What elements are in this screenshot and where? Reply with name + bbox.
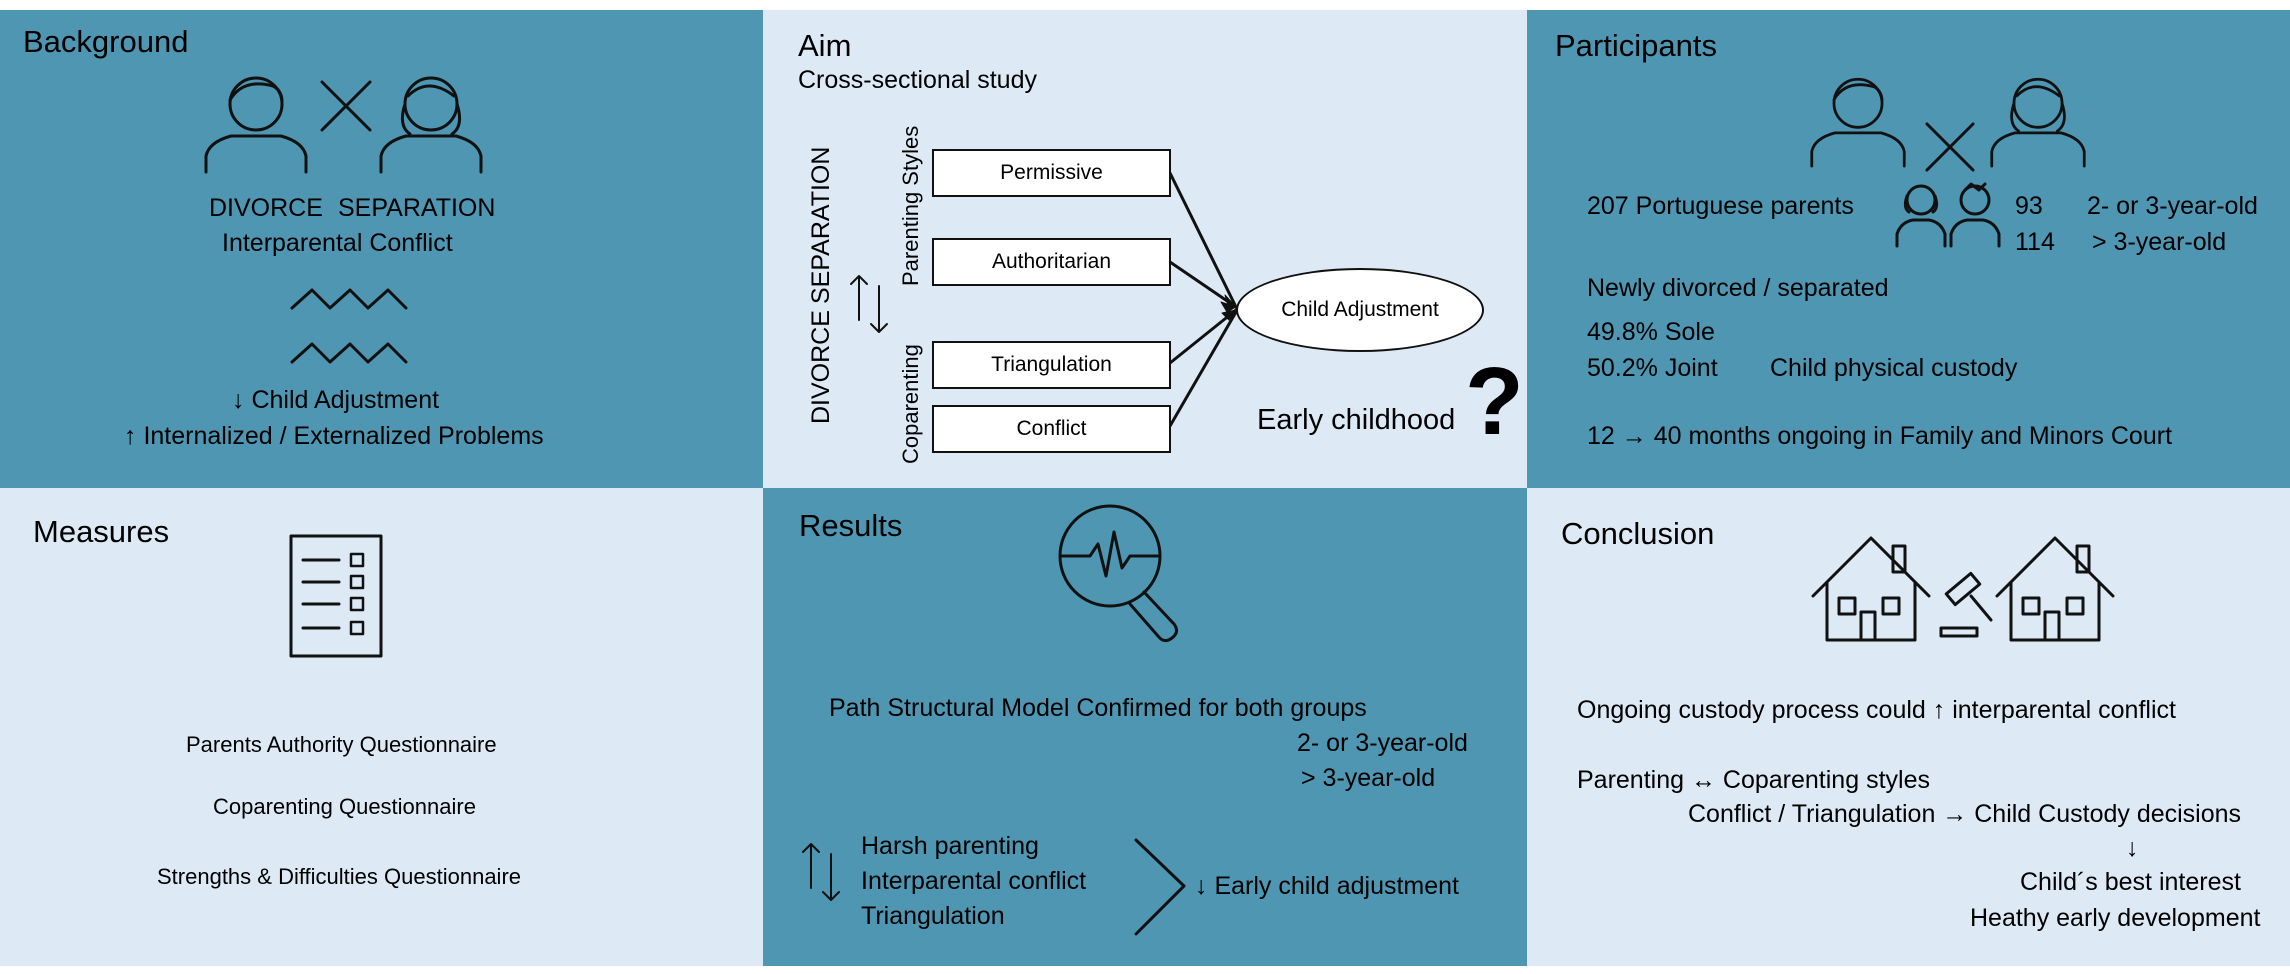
measures-panel: Measures Parents Authority Questionnaire… [0, 488, 763, 966]
joint-custody: 50.2% Joint [1587, 354, 1718, 382]
measure-item: Parents Authority Questionnaire [186, 732, 497, 757]
results-title: Results [799, 508, 903, 543]
children-icon [1895, 182, 2001, 248]
conclusion-line1: Ongoing custody process could ↑ interpar… [1577, 696, 2176, 724]
conclusion-line2: Parenting ↔ Coparenting styles [1577, 766, 1930, 794]
authoritarian-box: Authoritarian [932, 238, 1171, 286]
participants-panel: Participants 207 Portuguese parents 93 2… [1527, 10, 2290, 488]
status-label: Newly divorced / separated [1587, 274, 1889, 302]
group2-n: 114 [2015, 228, 2055, 256]
measures-title: Measures [33, 514, 170, 549]
aim-title: Aim [798, 28, 852, 63]
aim-subtitle: Cross-sectional study [798, 66, 1037, 94]
custody-label: Child physical custody [1770, 354, 2018, 382]
background-panel: Background DIVORCE SEPARATION Interparen… [0, 10, 763, 488]
result-factor: Interparental conflict [861, 867, 1087, 895]
early-childhood-label: Early childhood [1257, 404, 1456, 436]
aim-panel: Aim Cross-sectional study DIVORCE SEPARA… [763, 10, 1527, 488]
sole-custody: 49.8% Sole [1587, 318, 1715, 346]
cross-icon [1925, 122, 1975, 172]
parents-count: 207 Portuguese parents [1587, 192, 1854, 220]
result-factor: Harsh parenting [861, 832, 1039, 860]
triangulation-box: Triangulation [932, 341, 1171, 389]
conclusion-line5: Heathy early development [1970, 904, 2261, 932]
court-duration: 12 → 40 months ongoing in Family and Min… [1587, 422, 2173, 450]
background-title: Background [23, 24, 189, 59]
permissive-box: Permissive [932, 149, 1171, 197]
result-outcome: ↓ Early child adjustment [1195, 872, 1460, 900]
houses-gavel-icon [1811, 536, 2115, 642]
group2-label: > 3-year-old [1301, 764, 1436, 792]
path-connector-lines [1168, 171, 1238, 428]
zigzag-icon [290, 288, 408, 364]
question-mark-icon: ? [1465, 348, 1524, 455]
measure-item: Strengths & Difficulties Questionnaire [157, 864, 521, 889]
conclusion-line4: Child´s best interest [2020, 868, 2241, 896]
result-factor: Triangulation [861, 902, 1005, 930]
cross-icon [320, 80, 372, 132]
questionnaire-icon [289, 534, 383, 658]
magnifier-heartbeat-icon [1058, 504, 1179, 643]
child-adjustment-down: ↓ Child Adjustment [232, 386, 440, 414]
group1-n: 93 [2015, 192, 2043, 220]
child-adjustment-ellipse: Child Adjustment [1236, 268, 1484, 352]
problems-up: ↑ Internalized / Externalized Problems [124, 422, 544, 450]
up-down-arrows-icon [850, 275, 888, 333]
conclusion-line3: Conflict / Triangulation → Child Custody… [1688, 800, 2242, 828]
separation-label: SEPARATION [338, 194, 496, 222]
measure-item: Coparenting Questionnaire [213, 794, 476, 819]
man-icon [1810, 77, 1906, 168]
group1-age: 2- or 3-year-old [2087, 192, 2258, 220]
conclusion-arrow: ↓ [2126, 834, 2139, 862]
man-icon [204, 76, 308, 174]
divorce-label: DIVORCE [209, 194, 323, 222]
up-down-arrows-icon [802, 843, 840, 901]
woman-icon [379, 76, 483, 174]
woman-icon [1990, 77, 2086, 168]
group2-age: > 3-year-old [2092, 228, 2227, 256]
conclusion-title: Conclusion [1561, 516, 1715, 551]
model-confirmed: Path Structural Model Confirmed for both… [829, 694, 1367, 722]
results-panel: Results Path Structural Model Confirmed … [763, 488, 1527, 966]
group1-label: 2- or 3-year-old [1297, 729, 1468, 757]
chevron-bracket-icon [1134, 838, 1186, 936]
conclusion-panel: Conclusion Ongoing custody process could… [1527, 488, 2290, 966]
participants-title: Participants [1555, 28, 1717, 63]
conflict-label: Interparental Conflict [222, 229, 453, 257]
conflict-box: Conflict [932, 405, 1171, 453]
